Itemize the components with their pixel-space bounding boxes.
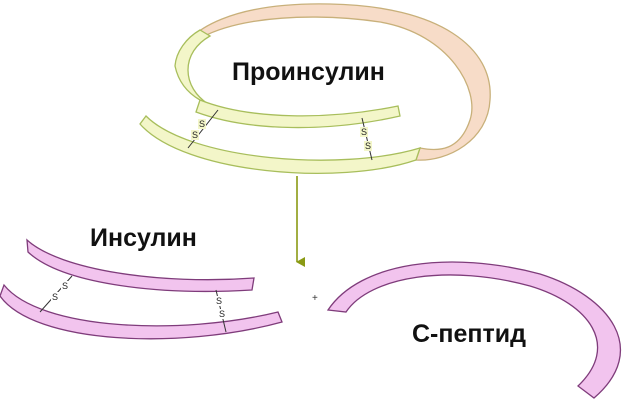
bond-atom: S bbox=[216, 296, 222, 306]
proinsulin-loop-start bbox=[174, 29, 212, 105]
c-peptide-molecule: С-пептид bbox=[326, 261, 622, 399]
bond-atom: S bbox=[192, 130, 198, 140]
proinsulin-label: Проинсулин bbox=[232, 58, 385, 86]
bond-atom: S bbox=[62, 281, 68, 291]
proinsulin-molecule: S S S S Проинсулин bbox=[139, 3, 491, 174]
proinsulin-a-chain bbox=[195, 99, 401, 129]
c-peptide-chain bbox=[326, 261, 622, 399]
bond-atom: S bbox=[365, 141, 371, 151]
proinsulin-disulfide-bond-right: S S bbox=[360, 117, 373, 161]
bond-atom: S bbox=[361, 127, 367, 137]
bond-atom: S bbox=[52, 292, 58, 302]
insulin-disulfide-bond-left: S S bbox=[39, 275, 73, 313]
bond-atom: S bbox=[199, 119, 205, 129]
bond-atom: S bbox=[219, 309, 225, 319]
insulin-molecule: Инсулин S S S S bbox=[0, 224, 283, 340]
plus-sign: + bbox=[312, 293, 318, 304]
insulin-b-chain bbox=[0, 283, 283, 340]
insulin-label: Инсулин bbox=[90, 224, 197, 252]
insulin-a-chain bbox=[26, 238, 255, 292]
c-peptide-label: С-пептид bbox=[412, 320, 526, 348]
proinsulin-disulfide-bond-left: S S bbox=[187, 109, 219, 149]
proinsulin-b-chain bbox=[139, 115, 422, 174]
insulin-disulfide-bond-right: S S bbox=[215, 289, 227, 333]
